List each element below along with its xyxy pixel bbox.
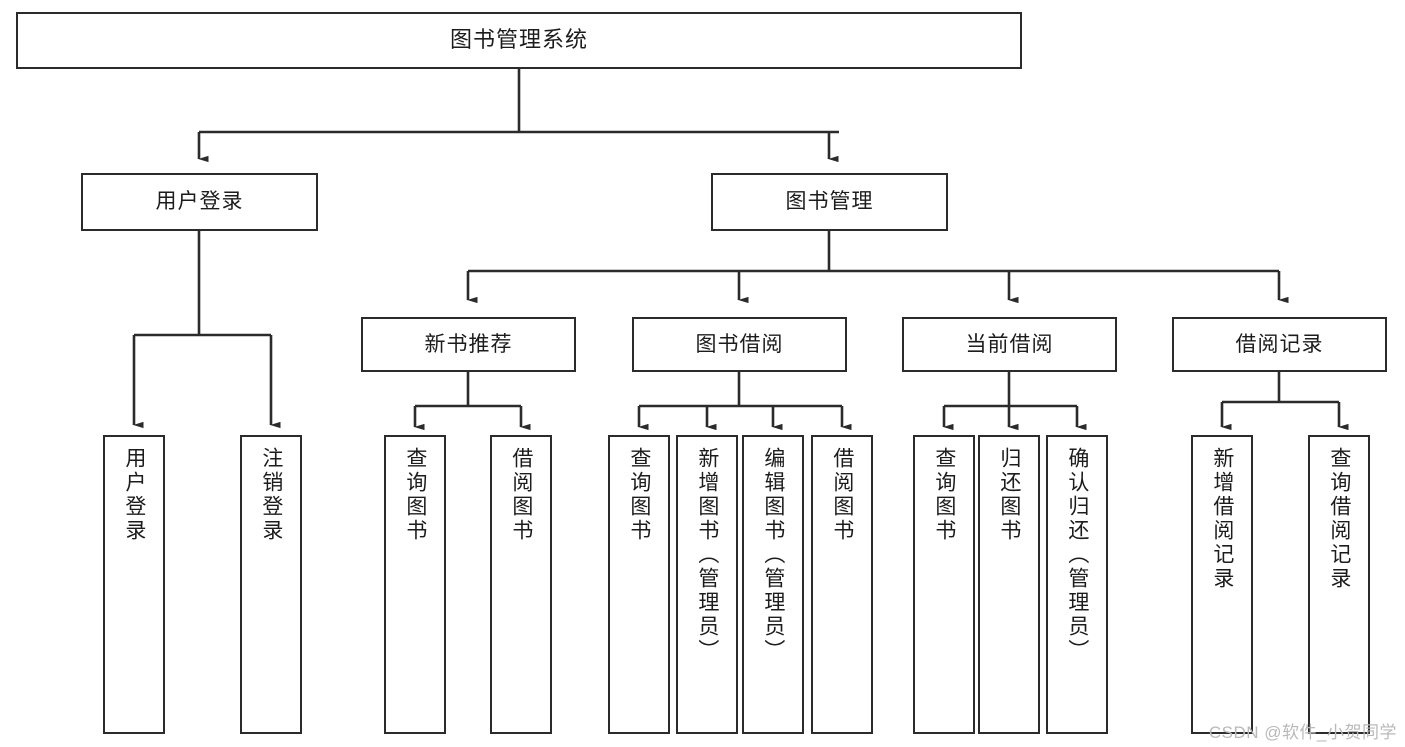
node-book-manage[interactable]: 图书管理: [711, 173, 948, 231]
leaf-query-book-2-label: 查询图书: [627, 447, 651, 543]
leaf-add-book-admin-label: 新增图书（管理员）: [695, 447, 719, 663]
leaf-confirm-return-admin-label: 确认归还（管理员）: [1065, 447, 1089, 663]
leaf-confirm-return-admin[interactable]: 确认归还（管理员）: [1046, 435, 1108, 734]
node-current-borrow-label: 当前借阅: [965, 332, 1054, 356]
leaf-borrow-book-1-label: 借阅图书: [509, 447, 533, 543]
leaf-return-book[interactable]: 归还图书: [978, 435, 1040, 734]
leaf-query-book-3[interactable]: 查询图书: [913, 435, 975, 734]
node-user-login[interactable]: 用户登录: [81, 173, 318, 231]
node-user-login-label: 用户登录: [155, 190, 244, 214]
node-borrow-record[interactable]: 借阅记录: [1172, 317, 1387, 372]
leaf-query-book-3-label: 查询图书: [932, 447, 956, 543]
node-book-manage-label: 图书管理: [785, 190, 874, 214]
node-book-borrow[interactable]: 图书借阅: [632, 317, 847, 372]
leaf-edit-book-admin-label: 编辑图书（管理员）: [761, 447, 785, 663]
leaf-user-login[interactable]: 用户登录: [103, 435, 165, 734]
watermark-text: CSDN @软件_小贺同学: [1208, 723, 1397, 742]
leaf-logout-login-label: 注销登录: [259, 447, 283, 543]
node-current-borrow[interactable]: 当前借阅: [902, 317, 1117, 372]
leaf-add-borrow-record[interactable]: 新增借阅记录: [1191, 435, 1253, 734]
leaf-return-book-label: 归还图书: [997, 447, 1021, 543]
leaf-logout-login[interactable]: 注销登录: [240, 435, 302, 734]
leaf-query-book-1[interactable]: 查询图书: [384, 435, 446, 734]
leaf-query-book-2[interactable]: 查询图书: [608, 435, 670, 734]
leaf-borrow-book-2[interactable]: 借阅图书: [811, 435, 873, 734]
leaf-user-login-label: 用户登录: [122, 447, 146, 543]
node-new-book-recommend[interactable]: 新书推荐: [361, 317, 576, 372]
leaf-borrow-book-1[interactable]: 借阅图书: [490, 435, 552, 734]
leaf-query-borrow-record-label: 查询借阅记录: [1327, 447, 1351, 591]
node-borrow-record-label: 借阅记录: [1235, 332, 1324, 356]
node-root[interactable]: 图书管理系统: [16, 12, 1022, 69]
leaf-edit-book-admin[interactable]: 编辑图书（管理员）: [742, 435, 804, 734]
node-book-borrow-label: 图书借阅: [695, 332, 784, 356]
leaf-add-borrow-record-label: 新增借阅记录: [1210, 447, 1234, 591]
leaf-add-book-admin[interactable]: 新增图书（管理员）: [676, 435, 738, 734]
leaf-query-borrow-record[interactable]: 查询借阅记录: [1308, 435, 1370, 734]
node-new-book-recommend-label: 新书推荐: [424, 332, 513, 356]
leaf-query-book-1-label: 查询图书: [403, 447, 427, 543]
node-root-label: 图书管理系统: [449, 27, 588, 53]
leaf-borrow-book-2-label: 借阅图书: [830, 447, 854, 543]
